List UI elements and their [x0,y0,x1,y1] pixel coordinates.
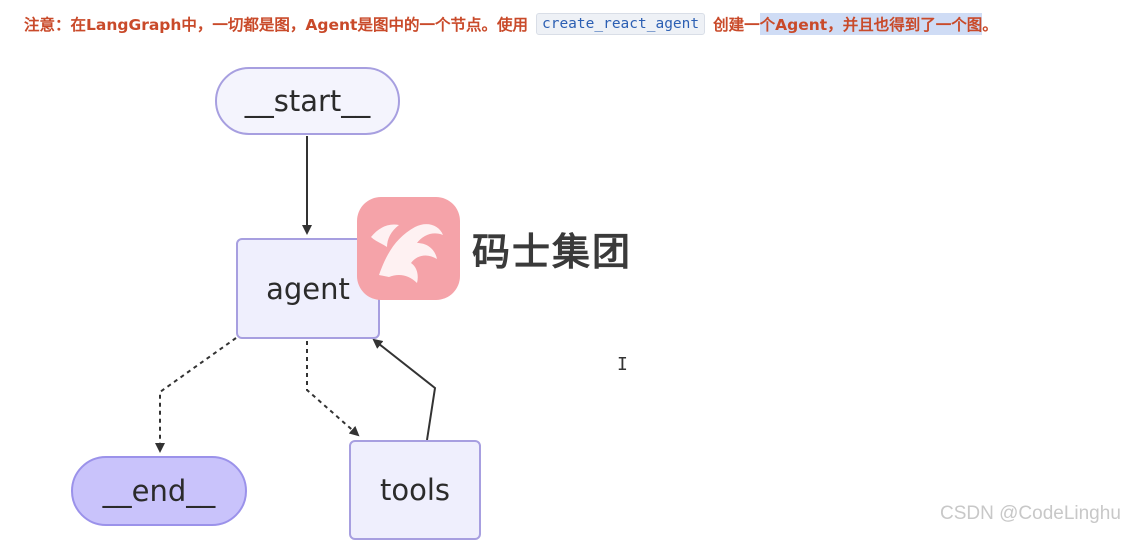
note-part2: 创建一 [713,16,760,34]
node-start[interactable]: __start__ [215,67,400,135]
node-agent[interactable]: agent [236,238,380,339]
csdn-credit: CSDN @CodeLinghu [940,503,1121,524]
edge-tools-agent [372,338,437,441]
note-highlighted-text: 个Agent，并且也得到了一个图 [759,13,983,35]
code-snippet: create_react_agent [535,13,706,35]
watermark-logo-icon [357,197,460,300]
edge-agent-tools [306,341,360,437]
text-cursor-icon: I [617,354,628,375]
edge-agent-end [155,337,237,453]
watermark-text: 码士集团 [472,230,633,274]
note-part4: 。 [982,16,998,34]
node-end[interactable]: __end__ [71,456,247,526]
note-text: 注意：在LangGraph中，一切都是图，Agent是图中的一个节点。使用 cr… [24,10,998,38]
watermark: 码士集团 [357,197,632,300]
node-tools[interactable]: tools [349,440,481,540]
note-part1: 注意：在LangGraph中，一切都是图，Agent是图中的一个节点。使用 [24,16,528,34]
